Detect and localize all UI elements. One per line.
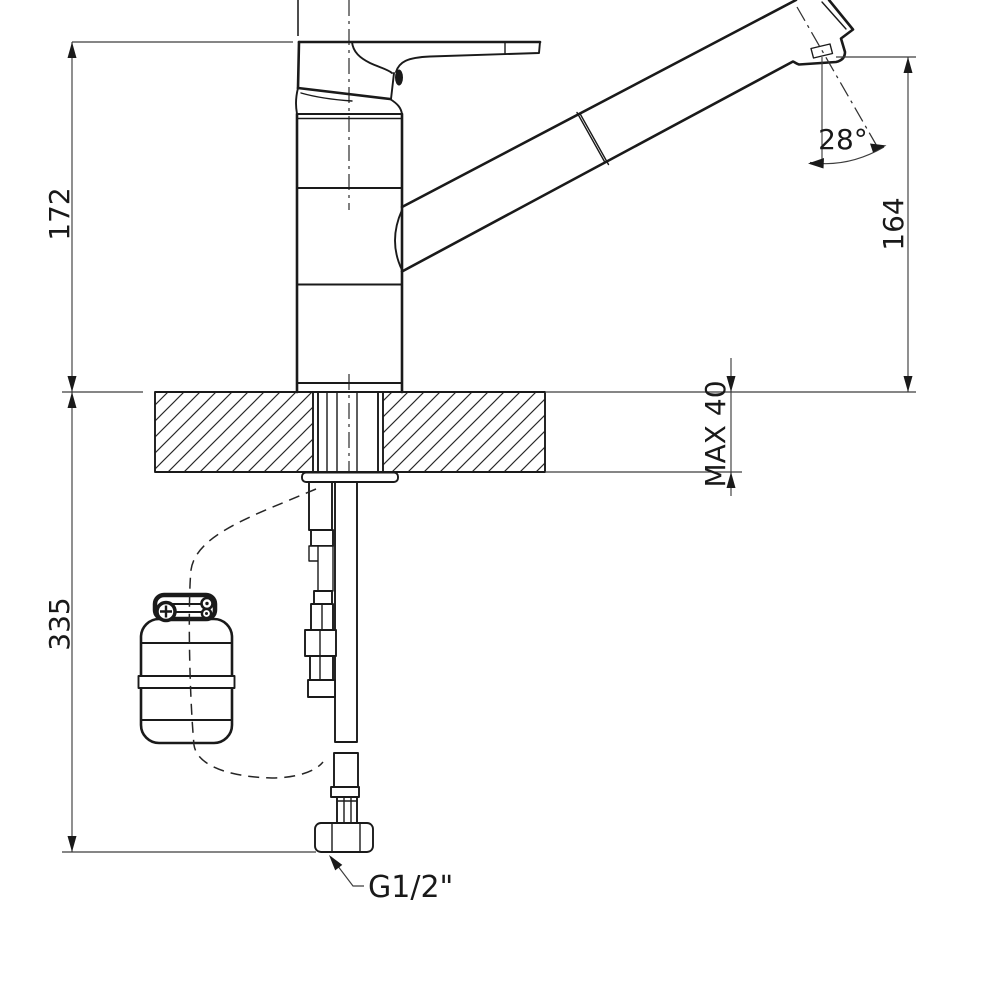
dim-164-label: 164 — [877, 197, 910, 250]
valve-block-mid — [309, 655, 334, 681]
handle-scurve — [351, 41, 393, 74]
pullout-hose-dashed-path — [188, 488, 324, 779]
arrow-icon — [726, 376, 736, 392]
faucet-body — [295, 0, 879, 394]
weight-clamp-slots — [172, 603, 202, 613]
hose-weight — [137, 592, 236, 745]
weight-screw-cross-icon — [160, 605, 172, 618]
angle-annotation: 28° — [808, 57, 887, 169]
shank-outer-lines — [317, 391, 379, 473]
handle-bottom-edge — [296, 86, 392, 101]
hose-end-fitting — [333, 752, 359, 788]
weight-hinge-lower-dot — [205, 612, 208, 615]
pipe-segment — [317, 545, 334, 592]
hose-end-stem-lines — [336, 796, 358, 824]
hose-end-collar — [330, 786, 360, 798]
weight-hinge-upper-dot — [205, 601, 209, 606]
valve-block-lower — [307, 679, 336, 698]
counter-hatch-right — [383, 392, 545, 472]
under-counter-assembly — [301, 471, 399, 853]
arrow-icon — [903, 57, 913, 73]
angle-28-label: 28° — [818, 123, 868, 156]
spout-lower-edge-and-head — [400, 0, 855, 273]
mounting-flange — [301, 471, 399, 483]
shank-inner-lines — [326, 391, 358, 473]
arrow-icon — [67, 392, 77, 408]
handle-right-lower — [390, 72, 395, 100]
dim-335-label: 335 — [43, 597, 76, 650]
neck-right — [389, 98, 403, 115]
countertop-section — [154, 391, 546, 473]
neck-left — [295, 87, 299, 115]
lever-underside — [395, 41, 541, 73]
dimension-335: 335 — [43, 392, 316, 853]
dim-172-label: 172 — [43, 187, 76, 240]
pullout-joint-line — [576, 111, 610, 166]
hose-guide-tube — [334, 481, 358, 743]
hex-nut-facets — [331, 823, 361, 852]
counter-hatch-left — [155, 392, 313, 472]
arrow-icon — [870, 143, 887, 153]
centerlines — [297, 0, 350, 478]
arrow-icon — [329, 855, 343, 871]
thread-label: G1/2" — [329, 855, 453, 905]
spout-upper-edge — [400, 0, 798, 209]
arrow-icon — [726, 472, 736, 488]
arrow-icon — [903, 376, 913, 392]
supply-pipe-sleeve — [308, 481, 333, 531]
dim-max40-label: MAX 40 — [699, 380, 732, 487]
arrow-icon — [67, 42, 77, 58]
arrow-icon — [808, 158, 824, 169]
weight-body-lines — [140, 642, 233, 721]
arrow-icon — [67, 376, 77, 392]
handle-pivot-pin — [395, 69, 403, 86]
counter-hole-edges — [312, 391, 384, 473]
weight-band — [137, 675, 236, 689]
connection-hex-nut — [314, 822, 374, 853]
dimension-172: 172 — [43, 41, 293, 393]
handle-left-edge — [296, 40, 301, 90]
head-cap-inner-line — [821, 1, 847, 30]
pipe-nut-a — [310, 529, 334, 547]
handle-bottom-rim — [300, 92, 353, 102]
spout-root-fillet — [394, 209, 403, 271]
pipe-nut-b — [313, 590, 333, 605]
dimension-max40: MAX 40 — [545, 358, 742, 496]
dimension-164: 164 — [545, 56, 916, 393]
arrow-icon — [67, 836, 77, 852]
spout-axis-centerline — [796, 6, 879, 149]
thread-size-label: G1/2" — [368, 870, 453, 905]
